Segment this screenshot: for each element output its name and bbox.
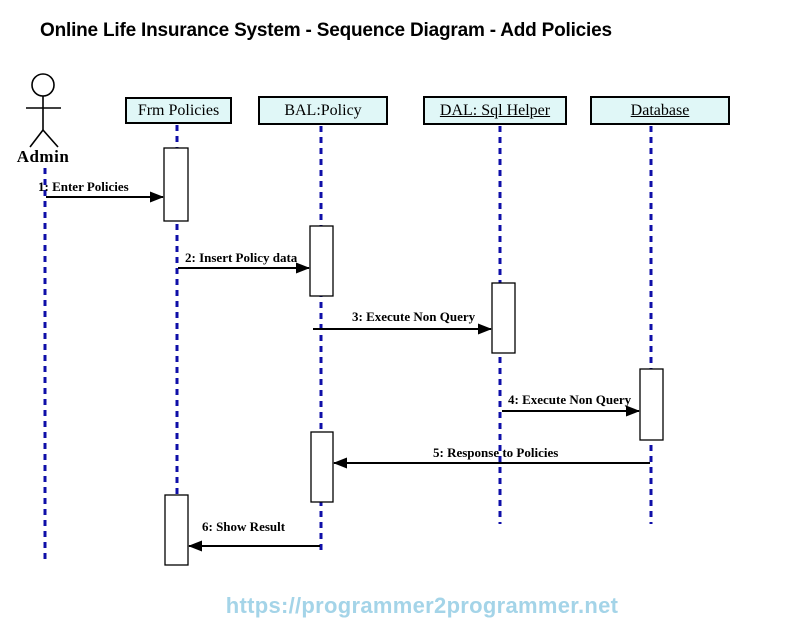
actor-label: Admin	[16, 147, 70, 166]
message-label-6: 6: Show Result	[202, 519, 286, 534]
footer-url: https://programmer2programmer.net	[225, 593, 619, 618]
lifeline-head-bal-policy: BAL:Policy	[258, 96, 388, 125]
lifeline-label-bal-policy: BAL:Policy	[284, 101, 362, 119]
actor-head	[31, 73, 55, 97]
activation-bar-database-1	[639, 368, 664, 441]
activation-bar-dal-1	[491, 282, 516, 354]
activation-bar-frm-2	[164, 494, 189, 566]
lifeline-label-database: Database	[630, 101, 690, 119]
lifeline-label-dal-sql-helper: DAL: Sql Helper	[439, 101, 551, 119]
lifeline-head-database: Database	[590, 96, 730, 125]
message-label-1: 1: Enter Policies	[38, 179, 129, 194]
activation-bar-bal-2	[310, 431, 334, 503]
lifeline-head-frm-policies: Frm Policies	[125, 97, 232, 124]
actor-right-leg	[42, 129, 59, 148]
message-label-2: 2: Insert Policy data	[185, 250, 298, 265]
activation-bar-frm-1	[163, 147, 189, 222]
lifeline-head-dal-sql-helper: DAL: Sql Helper	[423, 96, 567, 125]
actor-left-leg	[29, 129, 44, 148]
activation-bar-bal-1	[309, 225, 334, 297]
message-label-4: 4: Execute Non Query	[508, 392, 632, 407]
actor-icon	[26, 73, 61, 148]
lifeline-label-frm-policies: Frm Policies	[137, 101, 220, 119]
diagram-title: Online Life Insurance System - Sequence …	[40, 20, 612, 41]
message-label-5: 5: Response to Policies	[433, 445, 559, 460]
message-label-3: 3: Execute Non Query	[352, 309, 476, 324]
